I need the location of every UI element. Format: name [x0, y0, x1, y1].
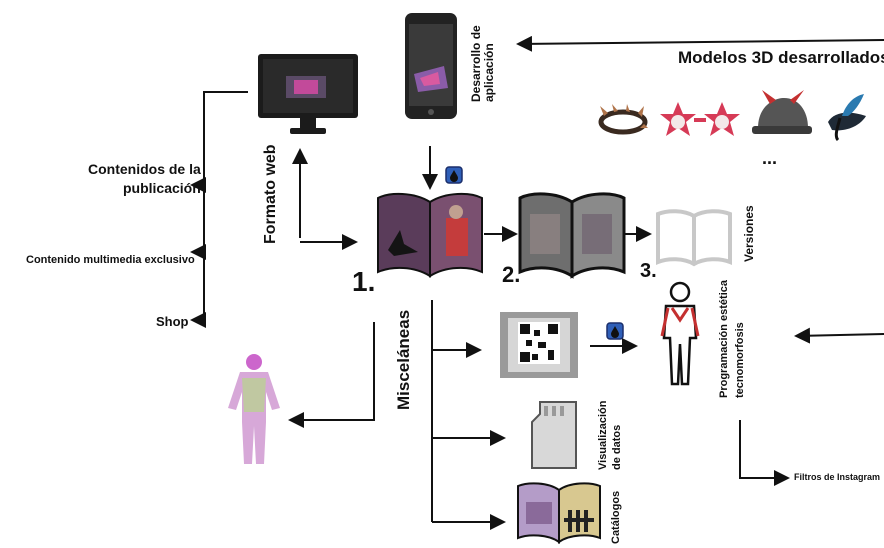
- models-3d-label: Modelos 3D desarrollados: [678, 48, 884, 67]
- misc-text: Misceláneas: [394, 309, 413, 410]
- catalogs-text: Catálogos: [610, 490, 622, 544]
- misc-label: Misceláneas: [394, 310, 494, 430]
- catalogs-label: Catálogos: [610, 491, 663, 548]
- memory-card-icon: [531, 401, 577, 469]
- web-format-text: Formato web: [262, 144, 279, 244]
- content-pub-line2: publicación: [123, 180, 201, 196]
- monitor-icon: [258, 54, 358, 134]
- step-3-label: 3.: [640, 260, 657, 282]
- versions-text: Versiones: [742, 205, 756, 262]
- web-format-label: Formato web: [262, 144, 362, 262]
- blurred-magazine-icon: [518, 192, 626, 279]
- data-viz-line2: de datos: [611, 424, 623, 470]
- smartphone-icon: [405, 13, 457, 119]
- spiked-collar-icon: [598, 104, 648, 135]
- step-1-label: 1.: [352, 266, 376, 297]
- programming-line2: tecnomorfosis: [734, 322, 746, 398]
- feather-mask-icon: [828, 94, 866, 142]
- data-viz-label: Visualización de datos: [596, 401, 666, 498]
- step-2-label: 2.: [502, 262, 521, 287]
- data-viz-line1: Visualización: [597, 400, 609, 471]
- instagram-filters-label: Filtros de Instagram: [794, 472, 881, 482]
- catalog-book-icon: [517, 482, 601, 544]
- content-publication-label: Contenidos de la publicación: [88, 160, 201, 198]
- drop-badge-icon: [606, 322, 624, 340]
- shop-label: Shop: [156, 314, 189, 329]
- programming-label: Programación estética tecnomorfosis: [716, 280, 834, 430]
- magazine-icon: [377, 192, 483, 278]
- star-glasses-icon: [660, 102, 740, 136]
- drop-badge-icon: [445, 166, 463, 184]
- open-book-outline-icon: [656, 209, 732, 267]
- devil-cap-icon: [752, 90, 812, 134]
- exclusive-media-label: Contenido multimedia exclusivo: [26, 254, 195, 266]
- app-dev-label: Desarrollo de aplicación: [469, 25, 547, 128]
- app-dev-line2: aplicación: [482, 43, 496, 102]
- content-pub-line1: Contenidos de la: [88, 161, 201, 177]
- ellipsis-label: ...: [762, 148, 778, 168]
- bodysuit-icon: [228, 354, 280, 464]
- human-figure-icon: [660, 281, 700, 386]
- versions-label: Versiones: [742, 205, 799, 276]
- qr-card-icon: [500, 312, 578, 378]
- programming-line1: Programación estética: [718, 280, 730, 398]
